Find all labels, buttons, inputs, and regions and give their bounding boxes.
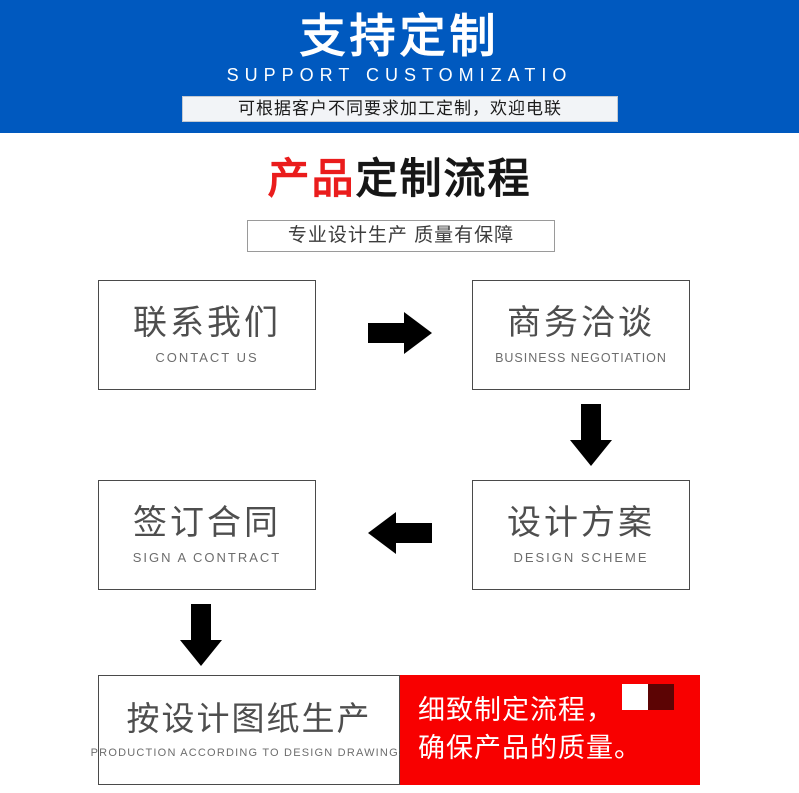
flow-step-label-en: SIGN A CONTRACT	[132, 550, 282, 565]
color-swatch-dark-red	[648, 684, 674, 710]
flow-step-sign-a-contract: 签订合同 SIGN A CONTRACT	[98, 480, 316, 590]
flow-step-label-en: PRODUCTION ACCORDING TO DESIGN DRAWINGS	[90, 747, 408, 759]
flow-step-business-negotiation: 商务洽谈 BUSINESS NEGOTIATION	[472, 280, 690, 390]
flow-step-production-according-to-design-drawings: 按设计图纸生产 PRODUCTION ACCORDING TO DESIGN D…	[91, 675, 406, 785]
flow-step-label-en: BUSINESS NEGOTIATION	[495, 351, 667, 365]
flow-step-label-cn: 签订合同	[133, 504, 281, 542]
flow-step-label-cn: 按设计图纸生产	[126, 700, 372, 737]
flow-step-label-cn: 商务洽谈	[507, 304, 655, 342]
color-swatch-white	[622, 684, 648, 710]
arrow-down-icon	[570, 404, 612, 466]
page-title-rest: 定制流程	[355, 155, 532, 202]
page-title: 产品定制流程	[0, 152, 799, 206]
callout-panel: 细致制定流程， 确保产品的质量。	[400, 675, 700, 785]
flow-step-label-en: CONTACT US	[155, 350, 259, 365]
banner-title: 支持定制	[299, 10, 500, 62]
flow-step-contact-us: 联系我们 CONTACT US	[98, 280, 316, 390]
arrow-down-icon	[180, 604, 222, 666]
page-subtitle-box: 专业设计生产 质量有保障	[247, 220, 555, 252]
flow-step-label-cn: 设计方案	[507, 504, 655, 542]
flow-step-label-en: DESIGN SCHEME	[513, 550, 649, 565]
banner-tagline-pill: 可根据客户不同要求加工定制，欢迎电联	[182, 96, 618, 122]
banner-subtitle: SUPPORT CUSTOMIZATIO	[226, 65, 573, 85]
arrow-right-icon	[368, 312, 432, 354]
flow-step-design-scheme: 设计方案 DESIGN SCHEME	[472, 480, 690, 590]
top-banner: 支持定制 SUPPORT CUSTOMIZATIO 可根据客户不同要求加工定制，…	[0, 0, 799, 133]
flow-step-label-cn: 联系我们	[133, 304, 281, 342]
callout-line-2: 确保产品的质量。	[418, 733, 642, 763]
page-title-highlight: 产品	[267, 155, 356, 202]
callout-line-1: 细致制定流程，	[418, 695, 614, 725]
arrow-left-icon	[368, 512, 432, 554]
